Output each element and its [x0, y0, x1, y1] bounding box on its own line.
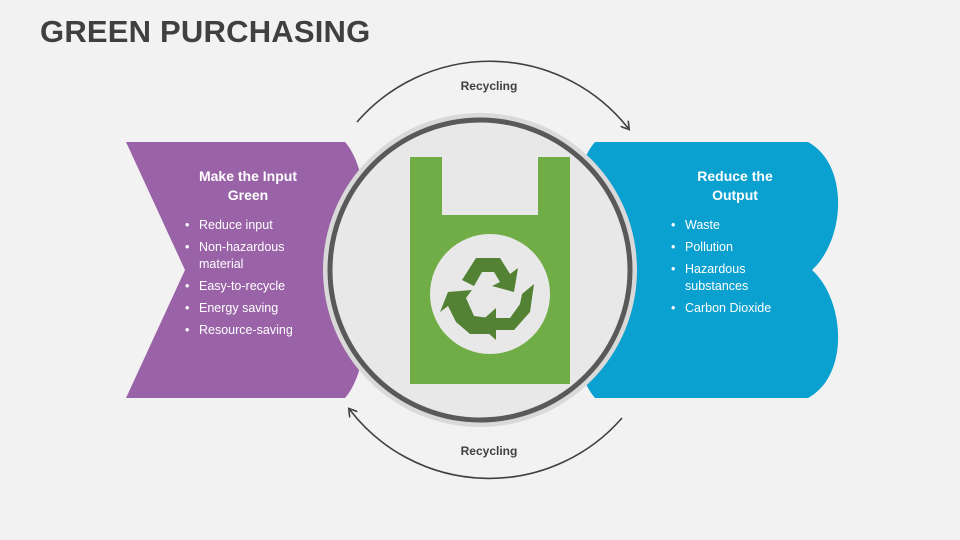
list-item: Waste	[671, 217, 801, 234]
list-item: Hazardous substances	[671, 261, 801, 295]
page-title: GREEN PURCHASING	[40, 14, 371, 49]
bottom-cycle-label: Recycling	[460, 444, 518, 458]
list-item: Resource-saving	[185, 322, 315, 339]
top-cycle-label: Recycling	[460, 79, 518, 93]
list-item: Easy-to-recycle	[185, 278, 315, 295]
right-panel-title: Reduce the Output	[697, 168, 773, 203]
left-panel-title: Make the Input Green	[198, 168, 297, 203]
bottom-cycle-arrow	[350, 410, 623, 480]
left-panel-list: Reduce input Non-hazardous material Easy…	[185, 217, 315, 344]
list-item: Reduce input	[185, 217, 315, 234]
recycle-bag-icon	[410, 157, 570, 384]
list-item: Pollution	[671, 239, 801, 256]
right-panel-list: Waste Pollution Hazardous substances Car…	[671, 217, 801, 322]
recycle-symbol-icon	[440, 258, 534, 340]
list-item: Carbon Dioxide	[671, 300, 801, 317]
list-item: Energy saving	[185, 300, 315, 317]
top-cycle-arrow	[356, 60, 628, 128]
list-item: Non-hazardous material	[185, 239, 315, 273]
